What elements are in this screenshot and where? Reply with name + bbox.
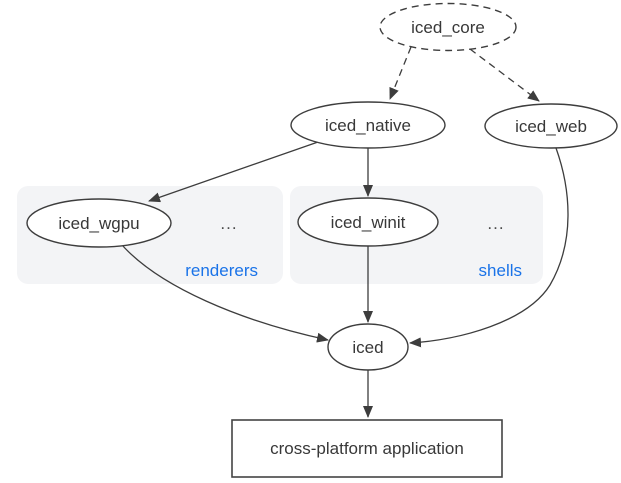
iced_winit-label: iced_winit [331, 213, 406, 232]
renderers-group-label: renderers [185, 261, 258, 280]
app-rectangle [231, 419, 503, 478]
node-iced_wgpu: iced_wgpu [26, 198, 172, 248]
edge-iced_wgpu-to-iced [121, 244, 329, 343]
edge-iced_core-to-iced_native [389, 46, 412, 100]
node-iced_core: iced_core [379, 2, 517, 52]
iced_core-ellipse [379, 2, 517, 52]
node-iced_native: iced_native [290, 101, 446, 149]
iced-label: iced [352, 338, 383, 357]
iced_web-ellipse [484, 103, 618, 149]
node-app: cross-platform application [231, 419, 503, 478]
node-iced: iced [327, 323, 409, 371]
node-iced_winit: iced_winit [297, 197, 439, 247]
edge-iced_core-to-iced_web [469, 48, 540, 102]
edge-iced_web-to-iced [409, 147, 569, 348]
iced_core-label: iced_core [411, 18, 485, 37]
edge-iced_native-to-iced_wgpu [148, 141, 319, 203]
renderers-ellipsis: ... [220, 214, 237, 233]
iced_native-ellipse [290, 101, 446, 149]
iced_winit-ellipse [297, 197, 439, 247]
iced_native-label: iced_native [325, 116, 411, 135]
iced_wgpu-label: iced_wgpu [58, 214, 139, 233]
iced_wgpu-ellipse [26, 198, 172, 248]
node-iced_web: iced_web [484, 103, 618, 149]
app-label: cross-platform application [270, 439, 464, 458]
shells-ellipsis: ... [487, 214, 504, 233]
iced_web-label: iced_web [515, 117, 587, 136]
shells-group-label: shells [479, 261, 522, 280]
iced-ellipse [327, 323, 409, 371]
